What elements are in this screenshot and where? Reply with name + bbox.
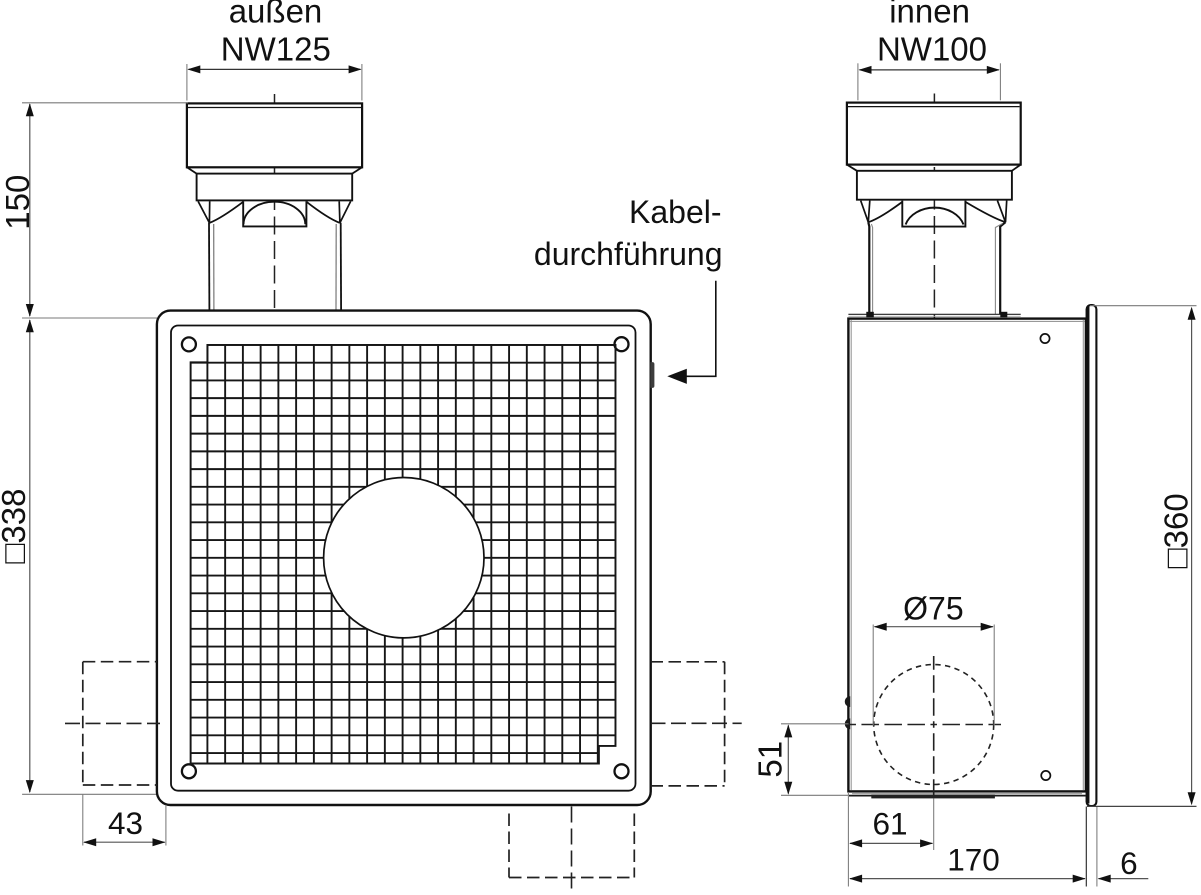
svg-text:51: 51 [752, 741, 789, 778]
svg-text:□360: □360 [1157, 493, 1194, 568]
svg-text:150: 150 [0, 175, 36, 230]
svg-text:61: 61 [872, 805, 907, 841]
svg-text:NW100: NW100 [877, 30, 987, 67]
svg-text:□338: □338 [0, 489, 32, 564]
svg-text:Kabel-: Kabel- [629, 194, 722, 230]
svg-text:6: 6 [1120, 845, 1138, 881]
svg-text:170: 170 [947, 842, 1000, 878]
svg-text:innen: innen [889, 0, 970, 29]
svg-text:außen: außen [229, 0, 323, 29]
svg-text:durchführung: durchführung [534, 236, 723, 272]
svg-text:43: 43 [108, 805, 143, 841]
svg-text:NW125: NW125 [221, 30, 331, 67]
svg-text:Ø75: Ø75 [903, 590, 963, 626]
